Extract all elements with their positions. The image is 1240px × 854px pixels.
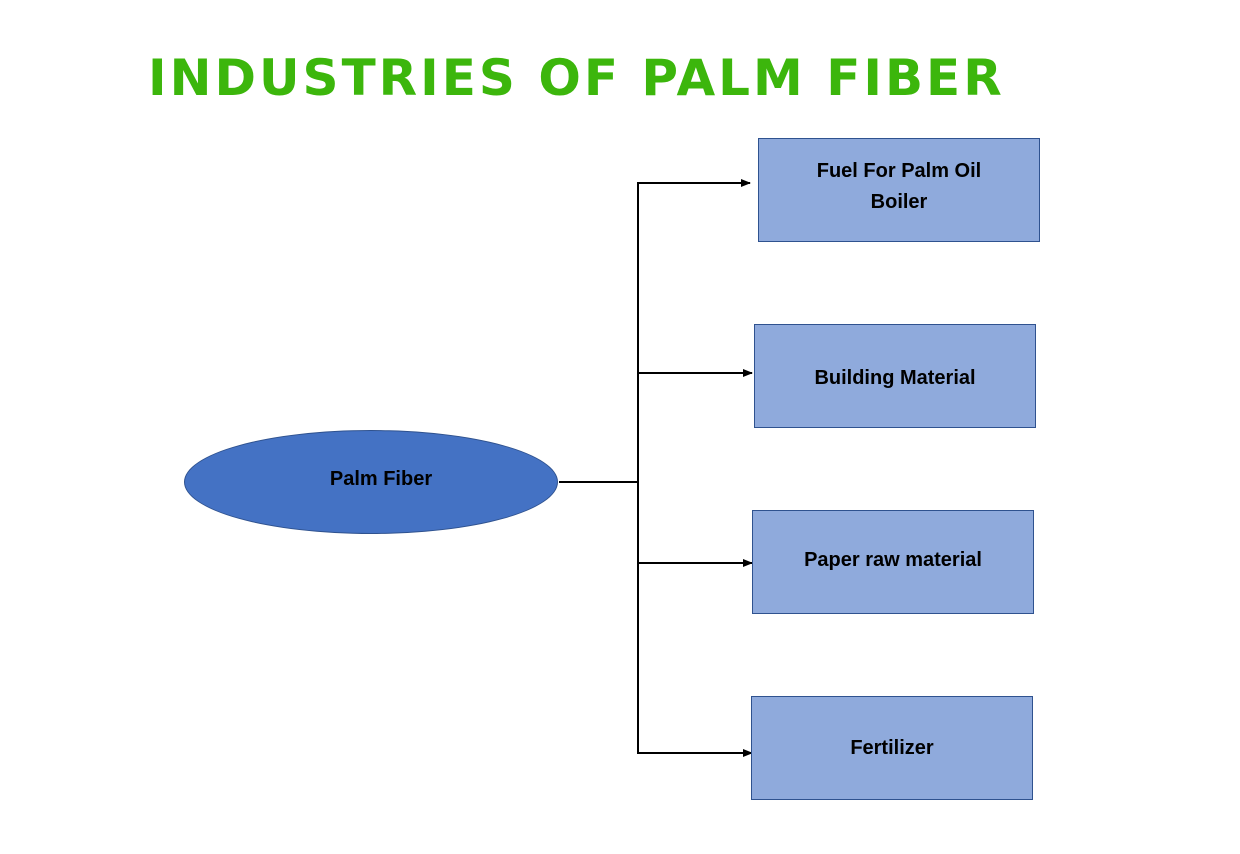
target-node-label: Fuel For Palm Oil Boiler	[816, 160, 982, 213]
source-node-label: Palm Fiber	[329, 467, 433, 490]
target-node-label: Building Material	[814, 366, 976, 389]
diagram-title: INDUSTRIES OF PALM FIBER	[148, 49, 1005, 107]
target-node-label: Paper raw material	[804, 548, 982, 571]
target-node-fertilizer: Fertilizer	[751, 696, 1033, 800]
target-node-building-material: Building Material	[754, 324, 1036, 428]
source-node-palm-fiber: Palm Fiber	[184, 430, 558, 534]
target-node-fuel: Fuel For Palm Oil Boiler	[758, 138, 1040, 242]
target-node-paper-raw-material: Paper raw material	[752, 510, 1034, 614]
target-node-label: Fertilizer	[850, 736, 934, 759]
